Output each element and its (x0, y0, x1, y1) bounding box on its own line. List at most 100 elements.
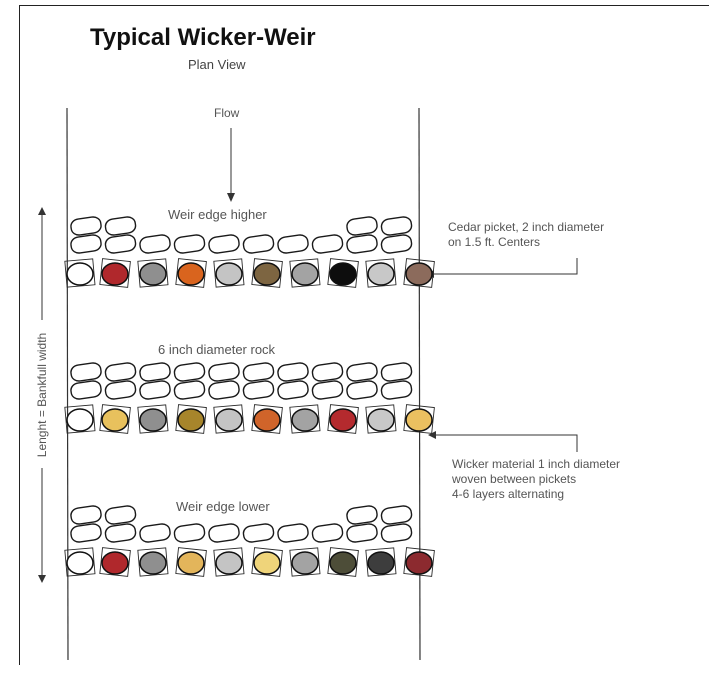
cedar-picket (66, 408, 94, 432)
image-frame (19, 5, 709, 665)
rock (277, 380, 309, 400)
flow-arrow (227, 128, 235, 202)
cedar-picket (291, 262, 319, 286)
cedar-picket (139, 408, 167, 432)
wicker-weave (99, 547, 131, 577)
wicker-weave (327, 258, 359, 288)
rock (208, 523, 240, 543)
flow-label: Flow (214, 106, 240, 120)
wicker-weave (365, 404, 397, 434)
wicker-weave (289, 404, 321, 434)
cedar-picket (329, 262, 357, 286)
cedar-picket (177, 262, 205, 286)
wicker-weave (64, 258, 96, 288)
cedar-picket (101, 408, 129, 432)
rock (173, 380, 206, 400)
cedar-picket (215, 551, 243, 575)
wicker-weave (403, 258, 435, 288)
rock (173, 234, 206, 254)
wicker-weave (137, 547, 169, 577)
wicker-weave (365, 547, 397, 577)
rock (104, 523, 137, 543)
rock (346, 216, 378, 236)
cedar-picket (291, 408, 319, 432)
cedar-picket (177, 551, 205, 575)
wicker-line-3: 4-6 layers alternating (452, 487, 565, 501)
rock (380, 216, 413, 236)
weir-top-label: Weir edge higher (168, 207, 267, 222)
rock (70, 362, 102, 382)
rock (311, 380, 344, 400)
rock (380, 505, 413, 525)
weir-bottom-label: Weir edge lower (176, 499, 270, 514)
wicker-weave (213, 547, 245, 577)
rock (104, 234, 137, 254)
wicker-line-2: woven between pickets (452, 472, 577, 486)
cedar-picket (329, 408, 357, 432)
cedar-picket (215, 262, 243, 286)
cedar-picket-line-2: on 1.5 ft. Centers (448, 235, 541, 249)
wicker-line-1: Wicker material 1 inch diameter (452, 457, 621, 471)
rock (277, 362, 309, 382)
wicker-weave (327, 547, 359, 577)
wicker-weave (403, 547, 435, 577)
wicker-weave (175, 404, 207, 434)
rock (139, 380, 171, 400)
wicker-weave (213, 404, 245, 434)
cedar-picket (139, 551, 167, 575)
cedar-picket (329, 551, 357, 575)
wicker-weave (64, 547, 96, 577)
cedar-picket-annotation: Cedar picket, 2 inch diameter on 1.5 ft.… (448, 220, 604, 250)
rock (242, 362, 275, 382)
cedar-picket (405, 262, 433, 286)
bankfull-width-label: Lenght = Bankfull width (35, 332, 49, 458)
wicker-weave (99, 404, 131, 434)
page-title: Typical Wicker-Weir (90, 24, 316, 51)
rock (70, 234, 102, 254)
cedar-picket (253, 551, 281, 575)
cedar-picket (405, 551, 433, 575)
page-subtitle: Plan View (188, 57, 246, 72)
rock (311, 234, 344, 254)
wicker-weave (251, 547, 283, 577)
wicker-weave (403, 404, 435, 434)
cedar-picket (367, 408, 395, 432)
rock (139, 523, 171, 543)
cedar-picket-line-1: Cedar picket, 2 inch diameter (448, 220, 605, 234)
rock (208, 234, 240, 254)
cedar-picket (367, 551, 395, 575)
cedar-picket (101, 551, 129, 575)
cedar-picket (139, 262, 167, 286)
wicker-weave (137, 258, 169, 288)
rock (346, 380, 378, 400)
cedar-picket (215, 408, 243, 432)
rock (311, 362, 344, 382)
rock (173, 362, 206, 382)
rock (380, 362, 413, 382)
cedar-picket (101, 262, 129, 286)
cedar-picket (367, 262, 395, 286)
wicker-weave (289, 547, 321, 577)
rock (104, 380, 137, 400)
cedar-picket-leader (426, 258, 578, 278)
wicker-weave (64, 404, 96, 434)
cedar-picket (177, 408, 205, 432)
rock (346, 523, 378, 543)
cedar-picket (66, 551, 94, 575)
wicker-weave (365, 258, 397, 288)
rock (208, 380, 240, 400)
left-bank-line (66, 107, 69, 661)
wicker-weave (137, 404, 169, 434)
rock (104, 505, 137, 525)
rock (380, 523, 413, 543)
rock (277, 234, 309, 254)
rock (380, 234, 413, 254)
rock (70, 216, 102, 236)
wicker-weave (175, 258, 207, 288)
rock (70, 505, 102, 525)
wicker-material-annotation: Wicker material 1 inch diameter woven be… (452, 457, 620, 502)
wicker-material-leader (428, 431, 578, 452)
rock (311, 523, 344, 543)
rock (242, 234, 275, 254)
